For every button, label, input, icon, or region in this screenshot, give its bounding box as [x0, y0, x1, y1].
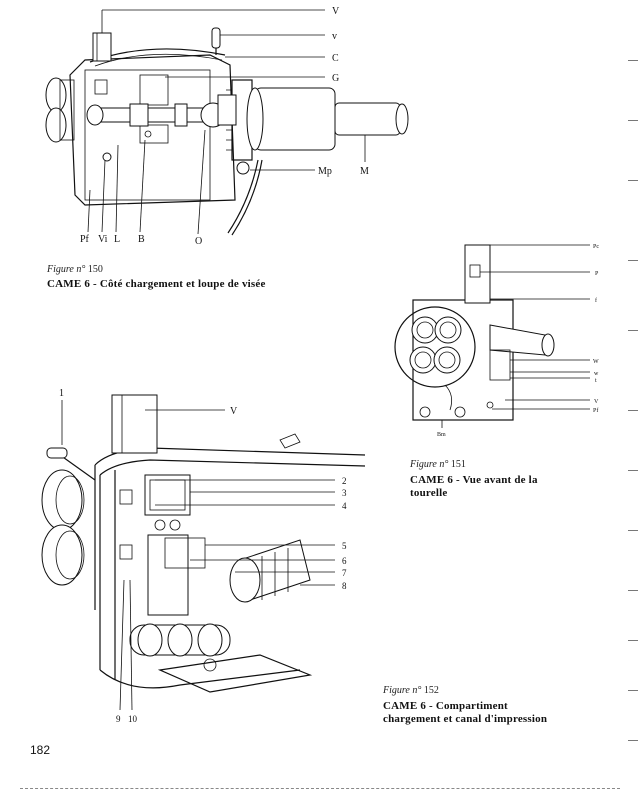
fig151-label-P: P: [595, 271, 599, 277]
margin-mark: [628, 640, 638, 641]
margin-mark: [628, 260, 638, 261]
fig152-caption-title-line2: chargement et canal d'impression: [383, 713, 548, 725]
fig151-label-Pf: Pf: [593, 407, 598, 414]
margin-mark: [628, 590, 638, 591]
fig151-label-f: f: [595, 297, 597, 304]
fig152-caption-title-line1: CAME 6 - Compartiment: [383, 700, 508, 712]
fig152-caption-title: CAME 6 - Compartiment chargement et cana…: [383, 700, 547, 726]
fig152-label-2: 2: [342, 476, 347, 486]
margin-mark: [628, 180, 638, 181]
margin-mark: [628, 120, 638, 121]
fig151-label-V: V: [594, 399, 599, 405]
fig151-caption-title-line2: tourelle: [410, 487, 448, 499]
fig150-label-Pf: Pf: [80, 234, 90, 245]
margin-mark: [628, 60, 638, 61]
fig152-label-5: 5: [342, 541, 347, 551]
margin-mark: [628, 690, 638, 691]
fig151-label-t: t: [595, 378, 597, 384]
fig152-caption-label: Figure n° 152: [383, 685, 439, 696]
fig151-label-W: W: [593, 359, 599, 365]
fig152-caption-prefix: Figure n°: [383, 685, 422, 696]
fig150-label-Vi: Vi: [98, 234, 108, 245]
fig150-label-C: C: [332, 53, 339, 64]
fig152-label-9: 9: [116, 714, 121, 724]
fig152-caption-number: 152: [423, 685, 439, 696]
fig152-label-4: 4: [342, 501, 347, 511]
margin-mark: [628, 330, 638, 331]
fig151-label-Pc: Pc: [593, 244, 599, 250]
fig151-caption-title: CAME 6 - Vue avant de la tourelle: [410, 474, 538, 500]
margin-mark: [628, 740, 638, 741]
margin-mark: [628, 470, 638, 471]
fig151-caption-prefix: Figure n°: [410, 459, 449, 470]
fig150-label-V: V: [332, 6, 340, 17]
fig150-caption-title: CAME 6 - Côté chargement et loupe de vis…: [47, 278, 266, 290]
fig151-caption-number: 151: [450, 459, 466, 470]
fig152-label-V: V: [230, 406, 238, 417]
fig151-label-w: w: [594, 371, 599, 377]
bottom-rule: [20, 788, 620, 789]
fig150-label-v: v: [332, 31, 337, 42]
fig150-caption-label: Figure n° 150: [47, 264, 103, 275]
fig150-label-O: O: [195, 236, 202, 247]
fig152-label-10: 10: [128, 714, 138, 724]
fig150-label-Mp: Mp: [318, 166, 332, 177]
fig150-label-L: L: [114, 234, 120, 245]
fig150-label-B: B: [138, 234, 145, 245]
fig152-label-3: 3: [342, 488, 347, 498]
fig150-label-G: G: [332, 73, 339, 84]
margin-mark: [628, 410, 638, 411]
fig152-label-6: 6: [342, 556, 347, 566]
figure-152-drawing: 1 V 2 3 4 5 6 7 8 9 10: [41, 388, 366, 724]
fig150-label-M: M: [360, 166, 369, 177]
fig152-label-8: 8: [342, 581, 347, 591]
fig151-caption-label: Figure n° 151: [410, 459, 466, 470]
fig152-label-7: 7: [342, 568, 347, 578]
fig150-caption-prefix: Figure n°: [47, 264, 86, 275]
fig151-caption-title-line1: CAME 6 - Vue avant de la: [410, 474, 538, 486]
figure-150-drawing: V v C G Mp M Pf Vi L B O: [45, 6, 409, 247]
figure-151-drawing: Pc P f W w t V Pf Bm: [394, 244, 599, 438]
margin-mark: [628, 530, 638, 531]
fig150-caption-number: 150: [87, 264, 103, 275]
fig152-label-1: 1: [59, 388, 64, 399]
fig151-label-Bm: Bm: [437, 432, 446, 438]
page-number: 182: [30, 743, 51, 757]
